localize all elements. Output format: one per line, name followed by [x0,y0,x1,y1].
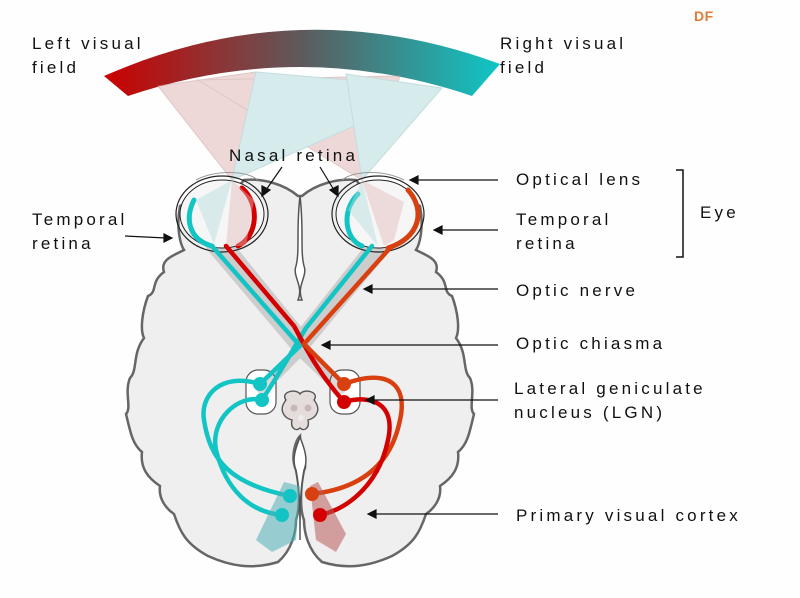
cone-cyan-right [345,73,443,182]
label-optical-lens: Optical lens [516,170,644,189]
right-eye [331,172,425,253]
label-eye: Eye [700,203,739,222]
label-temporal-retina-right: Temporal retina [516,210,612,253]
left-eye-nasal-retina [235,185,257,249]
right-eye-nasal-retina [344,191,365,249]
path-orange-right-temporal [300,245,393,387]
path-cyan-left-temporal [209,243,304,387]
lgn-right-lower [337,395,351,409]
left-eye-temporal-retina [186,197,215,249]
lgn-right-upper [337,377,351,391]
brainstem [281,390,319,431]
label-nasal-retina: Nasal retina [229,146,359,165]
cortex-cyan-lower [275,508,289,522]
label-primary-visual-cortex: Primary visual cortex [516,506,741,525]
eye-bracket [676,169,684,258]
left-eye [175,172,269,253]
label-right-visual-field: Right visual field [500,34,627,77]
label-lgn: Lateral geniculate nucleus (LGN) [514,379,706,422]
lgn-left-lower [255,393,269,407]
visual-cortex-right [310,482,346,552]
lgn-left-upper [253,377,267,391]
radiation-orange-upper [309,375,404,497]
right-eye-temporal-retina [385,187,421,251]
cortex-red-lower [313,508,327,522]
path-red-left-nasal [223,243,347,405]
leader-lines [124,166,498,519]
label-optic-nerve: Optic nerve [516,281,639,300]
cortex-cyan-upper [283,489,297,503]
radiation-cyan-lower [212,396,285,518]
posterior-fissure [293,435,307,541]
label-temporal-retina-left: Temporal retina [32,210,128,253]
path-cyan-right-nasal [259,243,375,403]
optic-pathways [201,243,404,518]
left-eye-lens [195,172,259,181]
cortex-orange-upper [305,487,319,501]
visual-field-arc [104,29,500,97]
label-left-visual-field: Left visual field [32,34,144,77]
longitudinal-fissure [294,195,306,301]
label-optic-chiasma: Optic chiasma [516,334,666,353]
right-eye-lens [341,172,405,181]
watermark-logo: DF [694,8,714,24]
radiation-cyan-upper [201,378,293,499]
